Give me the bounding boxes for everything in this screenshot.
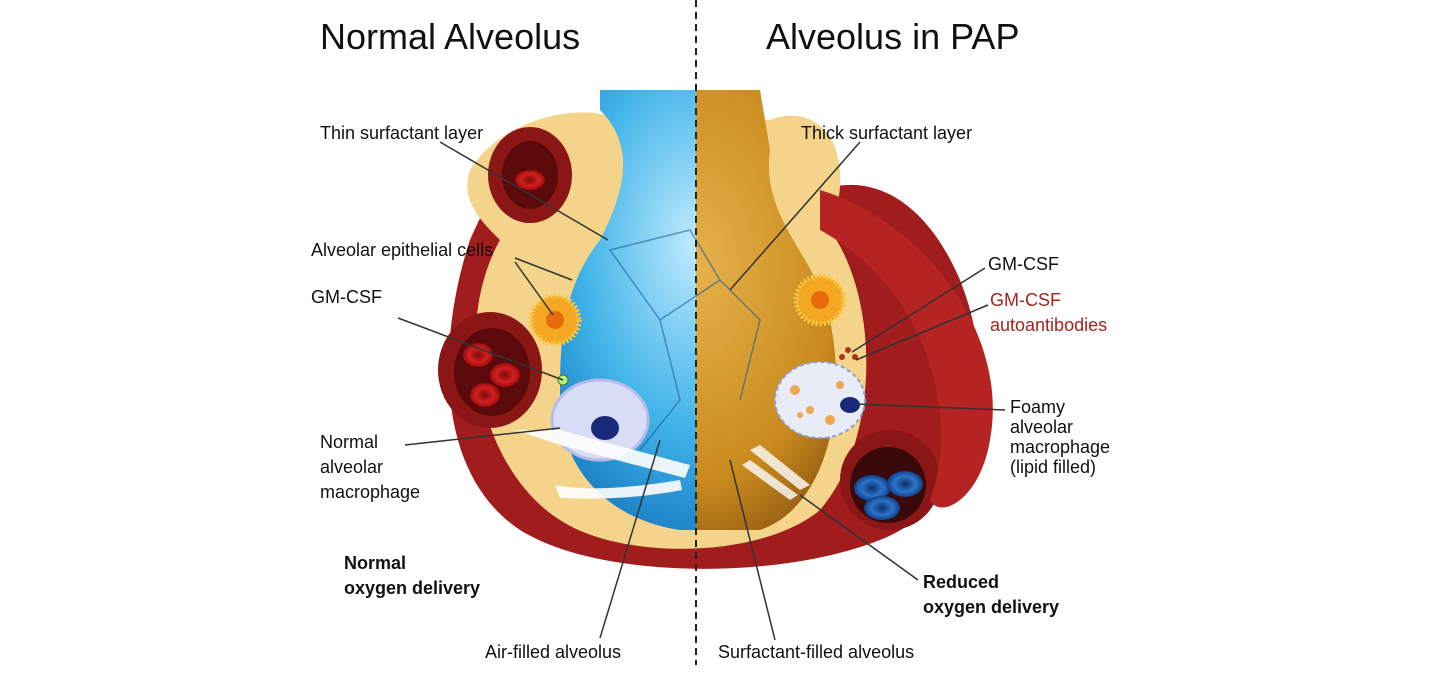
label-line: (lipid filled) <box>1010 457 1097 477</box>
label-gm-csf-right: GM-CSF <box>988 254 1059 274</box>
oxygen-arrows-left <box>515 430 690 499</box>
label-normal-macrophage: Normal alveolar macrophage <box>320 430 420 505</box>
label-line: oxygen delivery <box>923 597 1060 617</box>
label-autoantibodies: GM-CSF autoantibodies <box>990 288 1107 338</box>
label-epithelial-cells: Alveolar epithelial cells <box>311 240 494 260</box>
label-line: autoantibodies <box>990 315 1108 335</box>
label-foamy-macrophage: Foamy alveolar macrophage (lipid filled) <box>1010 397 1110 477</box>
label-line: oxygen delivery <box>344 578 481 598</box>
label-line: alveolar <box>1010 417 1074 437</box>
label-line: macrophage <box>1010 437 1111 457</box>
label-line: Foamy <box>1010 397 1066 417</box>
label-line: Normal <box>344 553 407 573</box>
label-line: GM-CSF <box>990 290 1061 310</box>
leader-lines <box>397 141 1006 641</box>
label-line: Normal <box>320 432 379 452</box>
capillary-right <box>840 430 940 530</box>
oxygen-arrows-right <box>742 445 810 500</box>
capillary-left <box>438 312 542 428</box>
label-thin-surfactant: Thin surfactant layer <box>320 123 484 143</box>
outer-vessel-right <box>820 190 993 508</box>
label-normal-oxygen: Normal oxygen delivery <box>344 551 480 601</box>
label-reduced-oxygen: Reduced oxygen delivery <box>923 570 1059 620</box>
autoantibody-dots <box>839 347 858 360</box>
label-line: alveolar <box>320 457 384 477</box>
epithelial-borders <box>608 229 761 451</box>
title-normal-alveolus: Normal Alveolus <box>320 16 581 57</box>
label-line: Reduced <box>923 572 1000 592</box>
label-line: macrophage <box>320 482 421 502</box>
label-thick-surfactant: Thick surfactant layer <box>801 123 973 143</box>
foamy-macrophage <box>774 361 866 439</box>
label-gm-csf-left: GM-CSF <box>311 287 382 307</box>
label-surfactant-filled: Surfactant-filled alveolus <box>718 642 915 662</box>
label-air-filled: Air-filled alveolus <box>485 642 622 662</box>
title-alveolus-in-pap: Alveolus in PAP <box>766 16 1020 57</box>
capillary-top-left <box>488 127 572 223</box>
